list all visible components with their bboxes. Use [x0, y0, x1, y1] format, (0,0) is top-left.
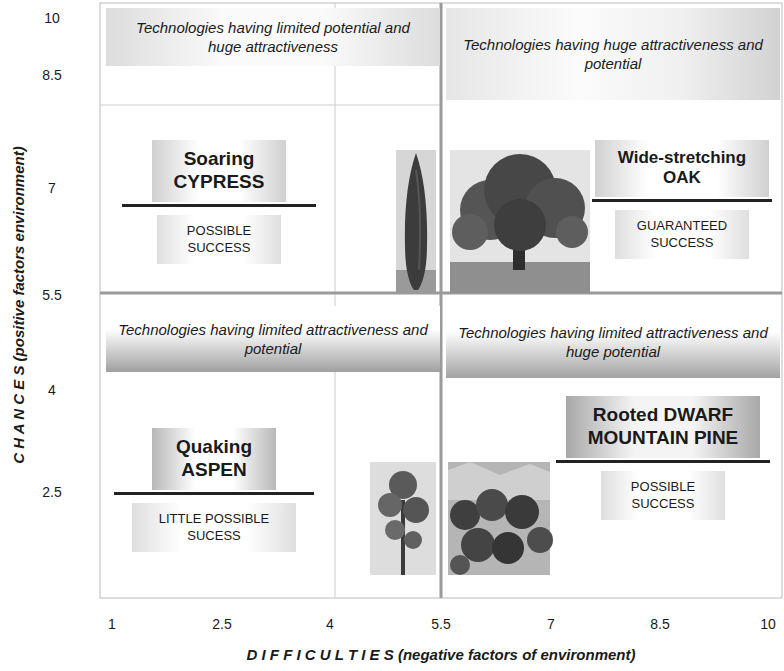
tree-name: Quaking ASPEN: [164, 436, 264, 482]
divider-line: [556, 460, 770, 463]
axis-tick: 4: [326, 616, 334, 632]
axis-tick: 10: [44, 10, 60, 26]
banner-text: Technologies having limited attractivene…: [118, 320, 428, 359]
oak-picture: [450, 150, 590, 293]
success-label: GUARANTEED SUCCESS: [627, 217, 737, 252]
success-label: LITTLE POSSIBLE SUCESS: [144, 510, 284, 545]
quadrant-divider: [440, 3, 443, 598]
axis-tick: 7: [547, 616, 555, 632]
quadrant-banner: Technologies having limited potential an…: [106, 8, 440, 66]
axis-tick: 2.5: [212, 616, 231, 632]
grid-line: [335, 3, 336, 598]
tree-title-box: Soaring CYPRESS POSSIBLE SUCCESS: [122, 140, 316, 264]
axis-title: D I F F I C U L T I E S (negative factor…: [247, 646, 636, 663]
quadrant-divider: [100, 292, 782, 295]
success-label: POSSIBLE SUCCESS: [613, 478, 713, 513]
axis-tick: 2.5: [42, 484, 61, 500]
axis-tick: 10: [760, 616, 776, 632]
tree-name: Soaring CYPRESS: [164, 148, 274, 194]
tree-name: Rooted DWARF MOUNTAIN PINE: [578, 404, 748, 450]
tree-title-box: Rooted DWARF MOUNTAIN PINE POSSIBLE SUCCE…: [556, 396, 770, 520]
axis-title: C H A N C E S (positive factors environm…: [10, 146, 27, 463]
success-panel: POSSIBLE SUCCESS: [601, 471, 725, 520]
quadrant-banner: Technologies having limited attractivene…: [446, 306, 780, 378]
quadrant-banner: Technologies having limited attractivene…: [106, 306, 440, 372]
success-panel: LITTLE POSSIBLE SUCESS: [132, 503, 296, 552]
divider-line: [122, 204, 316, 207]
axis-tick: 8.5: [42, 67, 61, 83]
success-panel: GUARANTEED SUCCESS: [615, 210, 749, 259]
axis-tick: 8.5: [650, 616, 669, 632]
tree-title-box: Quaking ASPEN LITTLE POSSIBLE SUCESS: [114, 428, 314, 552]
axis-tick: 4: [48, 382, 56, 398]
divider-line: [114, 492, 314, 495]
tree-name-panel: Rooted DWARF MOUNTAIN PINE: [566, 396, 760, 458]
tree-name-panel: Quaking ASPEN: [152, 428, 276, 490]
axis-tick: 5.5: [42, 287, 61, 303]
plot-frame: [100, 3, 782, 598]
dwarf-pine-picture: [448, 462, 553, 575]
cypress-picture: [396, 150, 436, 293]
grid-line: [100, 105, 441, 106]
banner-text: Technologies having huge attractiveness …: [458, 35, 768, 74]
tree-title-box: Wide-stretching OAK GUARANTEED SUCCESS: [592, 140, 772, 259]
divider-line: [592, 199, 772, 202]
axis-tick: 7: [48, 180, 56, 196]
tree-name-panel: Wide-stretching OAK: [595, 140, 769, 197]
quadrant-banner: Technologies having huge attractiveness …: [446, 8, 780, 100]
tree-name-panel: Soaring CYPRESS: [152, 140, 286, 202]
axis-tick: 5.5: [431, 616, 450, 632]
success-panel: POSSIBLE SUCCESS: [157, 215, 281, 264]
success-label: POSSIBLE SUCCESS: [169, 222, 269, 257]
aspen-picture: [370, 462, 436, 575]
banner-text: Technologies having limited potential an…: [118, 18, 428, 57]
banner-text: Technologies having limited attractivene…: [458, 323, 768, 362]
axis-tick: 1: [108, 616, 116, 632]
tree-name: Wide-stretching OAK: [607, 148, 757, 189]
